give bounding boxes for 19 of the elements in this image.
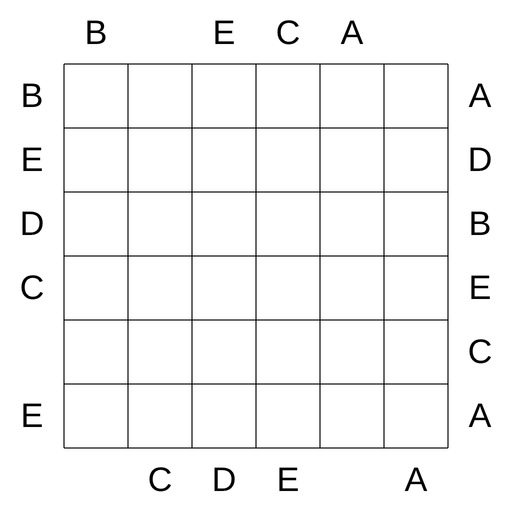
clue-letter: E bbox=[212, 13, 236, 53]
clue-letter: D bbox=[18, 204, 46, 244]
clue-letter: C bbox=[146, 460, 174, 500]
clue-letter: B bbox=[468, 204, 492, 244]
clue-letter: B bbox=[20, 76, 44, 116]
clue-letter: D bbox=[210, 460, 238, 500]
clue-letter: D bbox=[466, 140, 494, 180]
clue-letter: E bbox=[20, 140, 44, 180]
clue-letter: E bbox=[20, 396, 44, 436]
clue-letter: C bbox=[274, 13, 302, 53]
clue-letter: A bbox=[340, 13, 364, 53]
clue-letter: A bbox=[468, 396, 492, 436]
clue-letter: E bbox=[468, 268, 492, 308]
clue-letter: E bbox=[276, 460, 300, 500]
clue-letter: A bbox=[404, 460, 428, 500]
clue-letter: B bbox=[84, 13, 108, 53]
clue-letter: C bbox=[466, 332, 494, 372]
clue-letter: C bbox=[18, 268, 46, 308]
clue-letter: A bbox=[468, 76, 492, 116]
